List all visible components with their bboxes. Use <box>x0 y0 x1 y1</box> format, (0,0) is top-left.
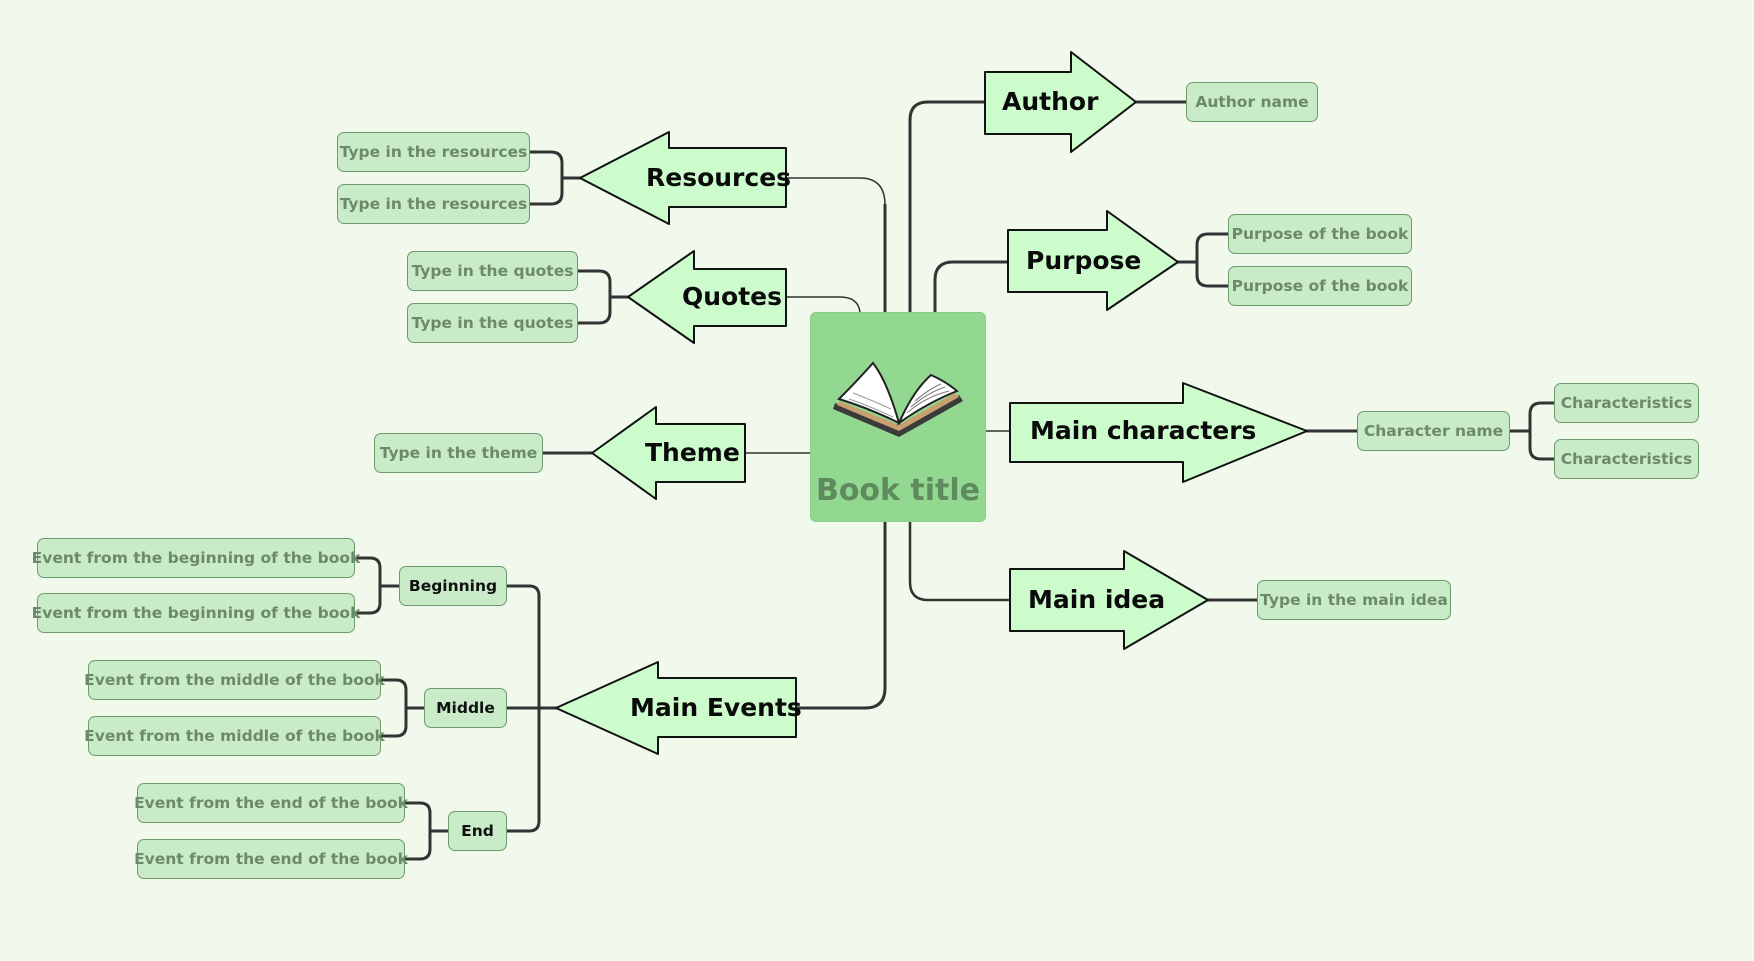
resources-leaf[interactable]: Type in the resources <box>337 184 530 224</box>
theme-label: Theme <box>645 438 740 467</box>
quotes-arrow-shape[interactable] <box>627 250 787 344</box>
event-leaf[interactable]: Event from the middle of the book <box>84 716 385 756</box>
event-leaf[interactable]: Event from the middle of the book <box>84 660 385 700</box>
characteristics-leaf[interactable]: Characteristics <box>1554 439 1699 479</box>
central-title: Book title <box>815 473 981 508</box>
purpose-arrow-shape[interactable] <box>1007 210 1179 311</box>
event-leaf[interactable]: Event from the beginning of the book <box>32 593 360 633</box>
connector-purpose-leaves <box>1176 232 1230 288</box>
purpose-leaf[interactable]: Purpose of the book <box>1228 214 1412 254</box>
character-name-leaf[interactable]: Character name <box>1357 411 1510 451</box>
event-leaf[interactable]: Event from the beginning of the book <box>32 538 360 578</box>
connector-middle-leaves <box>379 678 426 738</box>
quotes-leaf[interactable]: Type in the quotes <box>407 303 578 343</box>
connector-purpose <box>933 260 1010 314</box>
quotes-label: Quotes <box>682 282 783 311</box>
end-node[interactable]: End <box>448 811 507 851</box>
purpose-label: Purpose <box>1026 246 1142 275</box>
main-idea-label: Main idea <box>1028 585 1166 614</box>
connector-quotes <box>785 296 861 313</box>
beginning-node[interactable]: Beginning <box>399 566 507 606</box>
connector-main-events-trunk <box>505 584 558 833</box>
main-characters-label: Main characters <box>1030 416 1257 445</box>
connector-lines <box>353 100 1556 861</box>
author-name-leaf[interactable]: Author name <box>1186 82 1318 122</box>
event-leaf[interactable]: Event from the end of the book <box>134 839 408 879</box>
middle-node[interactable]: Middle <box>424 688 507 728</box>
connector-main-events <box>794 518 887 710</box>
resources-label: Resources <box>646 163 792 192</box>
main-events-arrow-shape[interactable] <box>555 661 797 755</box>
connector-beginning-leaves <box>353 556 401 615</box>
purpose-leaf[interactable]: Purpose of the book <box>1228 266 1412 306</box>
author-label: Author <box>1002 87 1099 116</box>
characteristics-leaf[interactable]: Characteristics <box>1554 383 1699 423</box>
theme-leaf[interactable]: Type in the theme <box>374 433 543 473</box>
connector-characteristics <box>1508 401 1556 461</box>
author-arrow-shape[interactable] <box>984 51 1137 153</box>
connector-resources <box>785 177 886 206</box>
event-leaf[interactable]: Event from the end of the book <box>134 783 408 823</box>
connector-main-idea <box>908 518 1012 602</box>
connector-resources-leaves <box>528 150 582 206</box>
connector-quotes-leaves <box>576 269 630 325</box>
theme-arrow-shape[interactable] <box>591 406 746 500</box>
main-idea-arrow-shape[interactable] <box>1009 550 1209 650</box>
main-characters-arrow-shape[interactable] <box>1009 382 1308 483</box>
resources-arrow-shape[interactable] <box>579 131 787 225</box>
resources-leaf[interactable]: Type in the resources <box>337 132 530 172</box>
connector-author <box>908 100 987 314</box>
central-topic[interactable]: Book title <box>810 312 986 522</box>
connector-end-leaves <box>403 801 450 861</box>
main-events-label: Main Events <box>630 693 802 722</box>
open-book-icon <box>833 361 963 437</box>
quotes-leaf[interactable]: Type in the quotes <box>407 251 578 291</box>
main-idea-leaf[interactable]: Type in the main idea <box>1257 580 1451 620</box>
